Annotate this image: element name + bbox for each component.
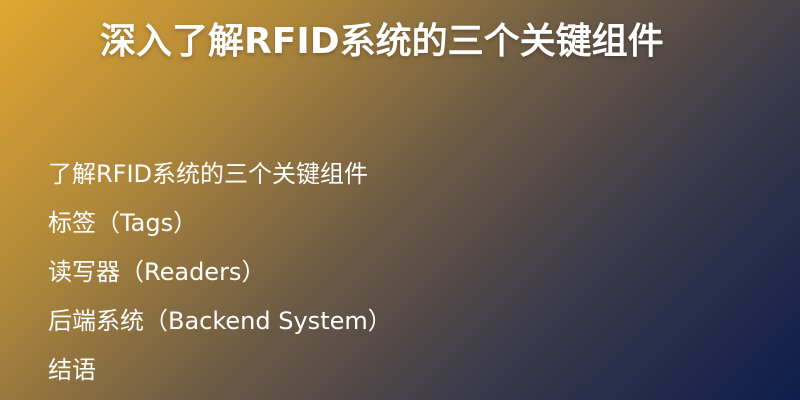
outline-item: 后端系统（Backend System） — [48, 307, 392, 335]
outline-item: 标签（Tags） — [48, 209, 198, 237]
slide-title: 深入了解RFID系统的三个关键组件 — [100, 21, 664, 62]
outline-item: 结语 — [48, 356, 96, 384]
outline-item: 读写器（Readers） — [48, 258, 266, 286]
outline-list: 了解RFID系统的三个关键组件 标签（Tags） 读写器（Readers） 后端… — [48, 150, 392, 395]
outline-item: 了解RFID系统的三个关键组件 — [48, 160, 369, 188]
